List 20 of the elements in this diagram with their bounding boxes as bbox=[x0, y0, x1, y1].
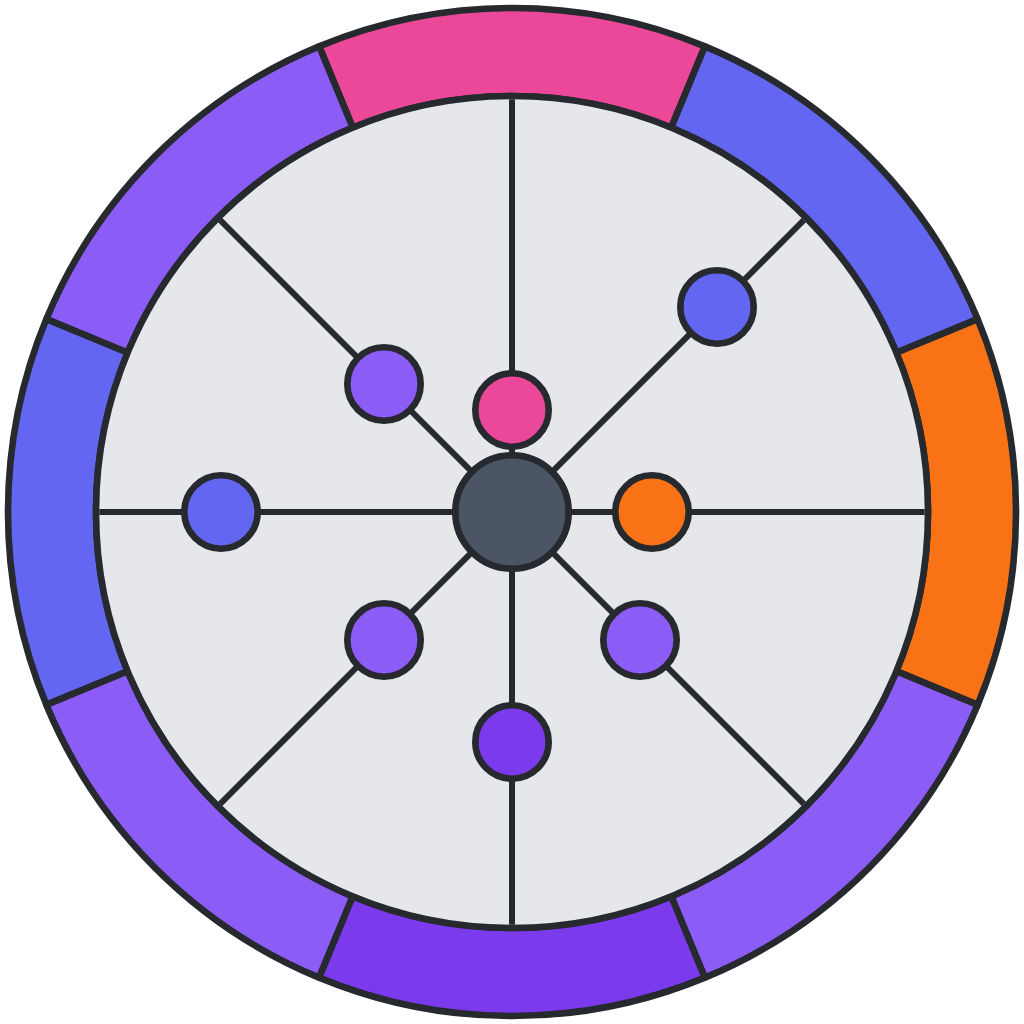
ring-segment bbox=[893, 315, 1020, 709]
spoke-line bbox=[688, 509, 925, 515]
spoke-line bbox=[549, 330, 694, 475]
spoke-line bbox=[407, 407, 475, 474]
hub-circle bbox=[452, 452, 572, 572]
spoke-line bbox=[663, 663, 806, 806]
spoke-line bbox=[99, 509, 185, 515]
spoke-line bbox=[509, 99, 515, 374]
spoke-line bbox=[509, 778, 515, 925]
ring-segment bbox=[315, 893, 709, 1020]
spoke-line bbox=[568, 509, 616, 515]
spoke-line bbox=[509, 446, 515, 456]
ring-segment bbox=[4, 315, 131, 709]
spoke-line bbox=[740, 218, 806, 284]
spoke-line bbox=[407, 549, 475, 617]
spoke-line bbox=[218, 663, 361, 806]
spoke-line bbox=[218, 218, 361, 361]
spoke-line bbox=[550, 549, 617, 617]
spoke-line bbox=[257, 509, 456, 515]
spoke-line bbox=[509, 568, 515, 706]
